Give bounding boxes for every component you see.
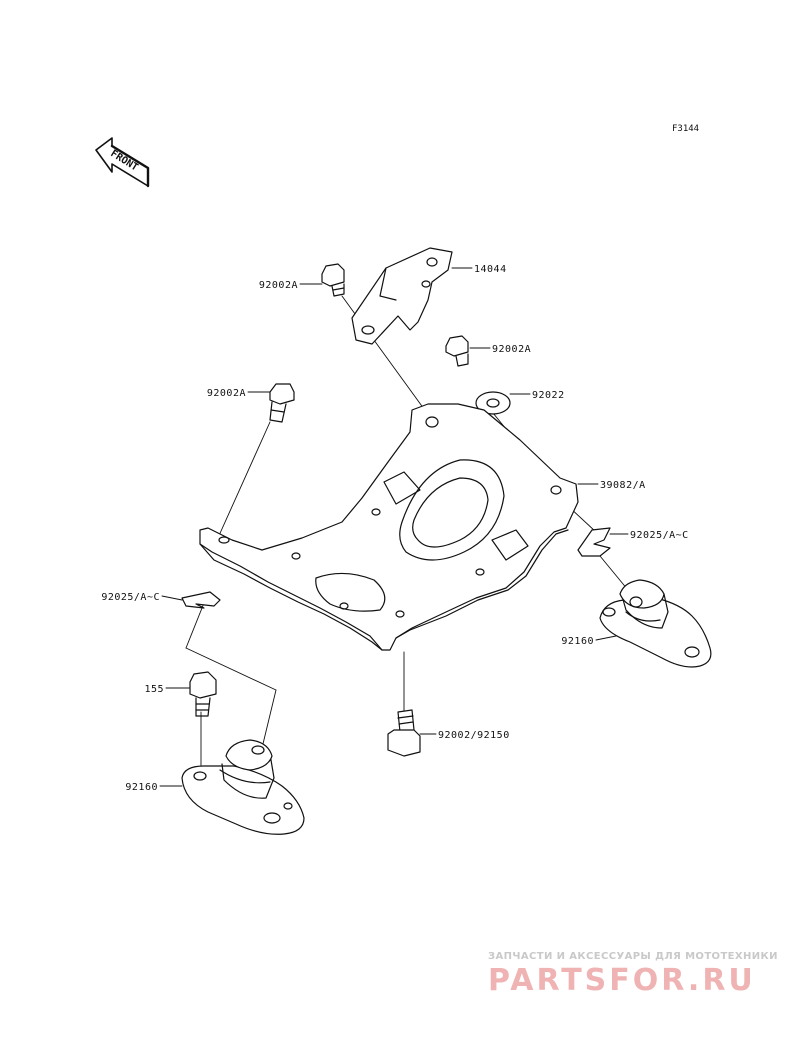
bolt-92002a-left	[269, 383, 295, 423]
label-92002-92150: 92002/92150	[438, 730, 510, 741]
figure-code: F3144	[672, 124, 699, 134]
bracket-14044	[351, 247, 453, 345]
label-39082: 39082/A	[600, 480, 646, 491]
watermark-logo: PARTSFOR.RU	[488, 963, 756, 998]
bolt-155	[189, 671, 217, 717]
front-arrow-icon	[95, 137, 150, 188]
label-92002a-right: 92002A	[492, 344, 531, 355]
plate-39082	[199, 403, 579, 651]
engine-mount-92160-left	[181, 739, 305, 835]
label-92025-right: 92025/A~C	[630, 530, 689, 541]
label-14044: 14044	[474, 264, 507, 275]
engine-mount-92160-right	[599, 579, 712, 668]
bolt-92002a-right	[445, 335, 469, 367]
clip-92025-left	[181, 591, 221, 609]
label-92022: 92022	[532, 390, 565, 401]
washer-92022	[475, 391, 511, 415]
label-92160-left: 92160	[125, 782, 158, 793]
bolt-92002a-top	[321, 263, 345, 297]
label-92002a-left: 92002A	[207, 388, 246, 399]
clip-92025-right	[577, 527, 611, 557]
label-92160-right: 92160	[561, 636, 594, 647]
label-155: 155	[144, 684, 164, 695]
leader-lines	[159, 267, 629, 787]
watermark-tagline: ЗАПЧАСТИ И АКСЕССУАРЫ ДЛЯ МОТОТЕХНИКИ	[488, 951, 778, 962]
bolt-92002-92150	[387, 709, 421, 757]
label-92025-left: 92025/A~C	[101, 592, 160, 603]
label-92002a-top: 92002A	[259, 280, 298, 291]
